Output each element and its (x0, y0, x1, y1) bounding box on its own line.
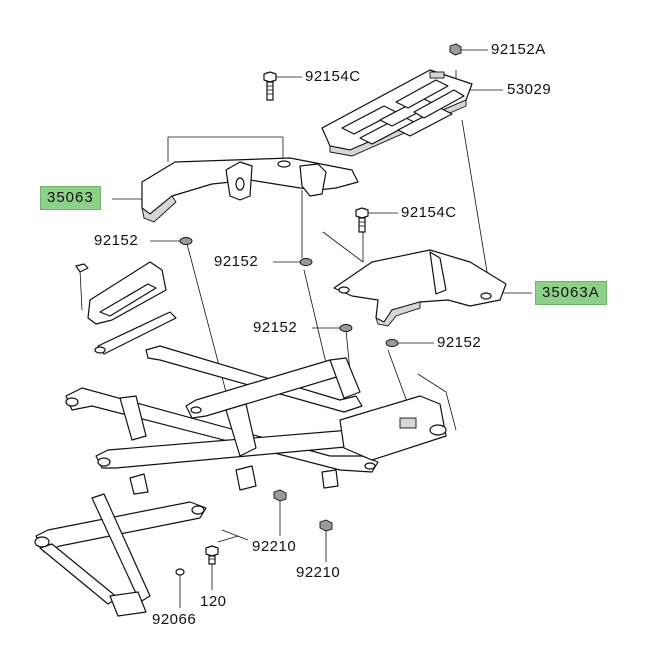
label-92152A: 92152A (491, 41, 546, 58)
label-92210-left: 92210 (252, 538, 297, 555)
grab-rail-35063 (141, 157, 359, 223)
label-35063A: 35063A (535, 281, 607, 305)
nuts-92210 (273, 489, 333, 532)
label-120: 120 (200, 593, 227, 610)
grab-rail-35063A (333, 249, 507, 327)
washer-92066 (175, 568, 185, 576)
label-53029: 53029 (507, 81, 552, 98)
label-92154C-right: 92154C (401, 204, 457, 221)
label-92152-right: 92152 (437, 334, 482, 351)
label-92210-right: 92210 (296, 564, 341, 581)
lower-stand-assembly (34, 493, 249, 617)
bolt-120 (205, 535, 239, 565)
side-bracket (75, 261, 177, 355)
label-92066: 92066 (152, 611, 197, 628)
label-92152-left: 92152 (94, 232, 139, 249)
rear-frame (65, 345, 457, 495)
label-92154C-top: 92154C (305, 68, 361, 85)
washers-92152 (179, 237, 399, 347)
carrier-plate-53029 (321, 69, 473, 157)
label-35063: 35063 (40, 186, 101, 210)
bolt-92154C-right (355, 207, 369, 233)
nut-92152A (449, 43, 462, 56)
label-92152-mid: 92152 (214, 253, 259, 270)
label-92152-lower: 92152 (253, 319, 298, 336)
bolt-92154C-top (263, 71, 277, 101)
